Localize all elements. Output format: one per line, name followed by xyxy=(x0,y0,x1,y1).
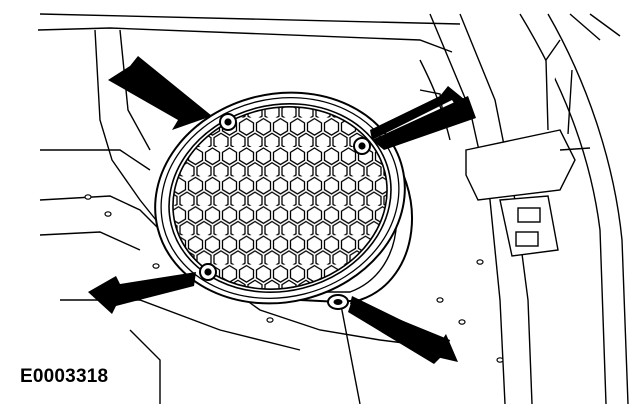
fastener-top-left xyxy=(219,113,237,131)
figure-id-label: E0003318 xyxy=(20,366,109,387)
arrow-top-left xyxy=(108,56,212,130)
fastener-top-right xyxy=(353,137,371,155)
arrow-bottom-left xyxy=(88,272,196,314)
fastener-bottom-right xyxy=(327,294,349,310)
seat-belt-guide xyxy=(465,39,591,257)
fastener-bottom-left xyxy=(199,263,217,281)
arrow-top-right xyxy=(370,86,476,150)
arrow-bottom-right xyxy=(348,296,458,364)
